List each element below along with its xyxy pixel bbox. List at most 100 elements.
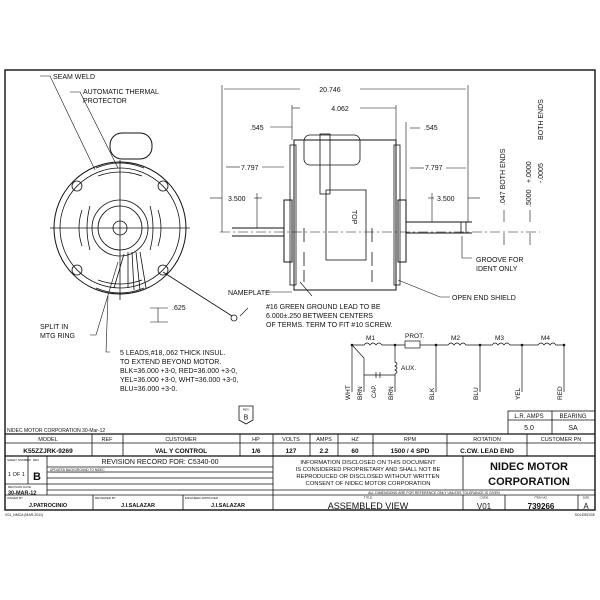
title-block-grid <box>5 405 596 510</box>
form-id: V01_NMCA (MAR-2011) <box>5 513 43 517</box>
sheet-value: 1 OF 1 <box>8 472 25 478</box>
reviewed-by: J.I.SALAZAR <box>121 503 155 509</box>
groove-label-2: IDENT ONLY <box>476 266 518 273</box>
dim-tol-minus: -.0005 <box>538 163 545 183</box>
wire-brn-1: BRN <box>357 386 364 400</box>
dim-7797-right: 7.797 <box>425 165 443 172</box>
leads-note-3: BLK=36.000 +3-0, RED=36.000 +3-0, <box>120 368 237 375</box>
code-label: CODE <box>480 496 489 500</box>
wire-blk: BLK <box>429 387 436 400</box>
item-label: ITEM NO. <box>534 496 547 500</box>
header-ref: REF <box>102 437 114 443</box>
bearing-label: BEARING <box>559 414 586 420</box>
schematic-m1: M1 <box>366 335 375 342</box>
title-label: TITLE <box>364 496 372 500</box>
header-hp: HP <box>252 437 260 443</box>
revision-entry: UPDATED BACKGROUND TO NIDEC <box>50 468 105 472</box>
engineer-label: ENGINEER APPROVED <box>185 496 219 500</box>
rev-label: REV <box>33 458 39 462</box>
rev-badge-shape <box>238 405 254 425</box>
value-rpm: 1500 / 4 SPD <box>391 448 430 455</box>
schematic-m2: M2 <box>451 335 460 342</box>
reviewed-label: REVIEWED BY <box>95 496 116 500</box>
issued-by: J.PATROCINIO <box>29 503 68 509</box>
lr-amps-value: 5.0 <box>524 425 534 432</box>
header-hz: HZ <box>351 437 359 443</box>
bearing-value: SA <box>568 425 578 432</box>
header-volts: VOLTS <box>282 437 300 443</box>
engineer-approved: J.I.SALAZAR <box>211 503 245 509</box>
header-rpm: RPM <box>404 437 417 443</box>
header-customer: CUSTOMER <box>165 437 196 443</box>
thermal-protector-label-1: AUTOMATIC THERMAL <box>83 89 159 96</box>
ground-note-2: 6.000±.250 BETWEEN CENTERS <box>266 313 373 320</box>
dim-lead-625: .625 <box>172 305 186 312</box>
header-rotation: ROTATION <box>473 437 501 443</box>
header-customer-pn: CUSTOMER PN <box>541 437 582 443</box>
dim-flange-left: .545 <box>250 125 264 132</box>
motor-end-view <box>50 132 238 322</box>
leads-note-1: 5 LEADS,#18,.062 THICK INSUL. <box>120 350 225 357</box>
header-amps: AMPS <box>316 437 332 443</box>
drawing-title: ASSEMBLED VIEW <box>328 501 409 511</box>
schematic-nodes <box>350 343 566 347</box>
code-value: V01 <box>477 502 492 511</box>
value-hp: 1/6 <box>251 448 260 455</box>
motor-side-view <box>220 133 540 291</box>
sheet-label: SHEET NUMBER <box>7 458 32 462</box>
dim-flange-right: .545 <box>424 125 438 132</box>
disclaimer-4: CONSENT OF NIDEC MOTOR CORPORATION <box>306 481 431 487</box>
rev-badge: B <box>244 415 249 422</box>
dimension-lines <box>210 85 531 317</box>
size-label: SIZE <box>583 496 590 500</box>
dim-both-ends: BOTH ENDS <box>538 99 545 140</box>
size-value: A <box>583 502 589 511</box>
revision-date: 30-MAR-12 <box>8 491 36 497</box>
ground-note-1: #16 GREEN GROUND LEAD TO BE <box>266 304 381 311</box>
value-model: K55ZZJRK-9269 <box>23 448 73 455</box>
nameplate-label: NAMEPLATE <box>228 290 270 297</box>
leads-note-2: TO EXTEND BEYOND MOTOR. <box>120 359 221 366</box>
wire-blu: BLU <box>473 387 480 400</box>
company-date: NIDEC MOTOR CORPORATION 30-Mar-12 <box>7 428 105 434</box>
dim-body: 4.062 <box>331 106 349 113</box>
schematic-aux: AUX. <box>401 365 416 372</box>
leads-note-5: BLU=36.000 +3-0. <box>120 386 177 393</box>
company-name-1: NIDEC MOTOR <box>490 461 568 473</box>
dim-flat: .047 BOTH ENDS <box>500 148 507 205</box>
wire-wht: WHT <box>345 385 352 400</box>
revision-date-label: REVISION DATE <box>8 485 31 489</box>
end-view-leaders <box>40 75 168 353</box>
disclaimer-3: REPRODUCED OR DISCLOSED WITHOUT WRITTEN <box>296 474 439 480</box>
split-label-1: SPLIT IN <box>40 324 68 331</box>
rev-value: B <box>33 471 41 483</box>
value-customer: VAL Y CONTROL <box>155 448 207 455</box>
schematic-prot: PROT. <box>405 333 424 340</box>
value-rotation: C.CW. LEAD END <box>460 448 514 455</box>
revision-record-title: REVISION RECORD FOR: C5340-00 <box>101 459 218 466</box>
dimensions-note: ALL DIMENSIONS ARE FOR REFERENCE ONLY UN… <box>368 491 500 495</box>
company-name-2: CORPORATION <box>488 476 570 488</box>
drawing-frame <box>4 69 596 511</box>
value-volts: 127 <box>286 448 297 455</box>
dim-diameter: .5000 <box>526 189 533 207</box>
wire-yel: YEL <box>515 387 522 400</box>
split-label-2: MTG RING <box>40 333 75 340</box>
value-amps: 2.2 <box>319 448 328 455</box>
schematic-cap: CAP. <box>372 384 378 398</box>
wiring-schematic <box>351 340 565 392</box>
dim-3500-left: 3.500 <box>228 196 246 203</box>
schematic-m3: M3 <box>495 335 504 342</box>
wire-brn-2: BRN <box>388 386 395 400</box>
top-label: TOP <box>350 210 357 225</box>
lr-amps-label: L.R. AMPS <box>514 414 543 420</box>
dim-overall: 20.746 <box>319 87 341 94</box>
value-hz: 60 <box>351 448 359 455</box>
dim-7797-left: 7.797 <box>241 165 259 172</box>
disclaimer-1: INFORMATION DISCLOSED ON THIS DOCUMENT <box>300 460 436 466</box>
header-model: MODEL <box>38 437 58 443</box>
software-label: SOLIDEDGE <box>575 513 596 517</box>
issued-label: ISSUED BY <box>7 496 23 500</box>
leads-note-4: YEL=36.000 +3-0, WHT=36.000 +3-0, <box>120 377 238 384</box>
